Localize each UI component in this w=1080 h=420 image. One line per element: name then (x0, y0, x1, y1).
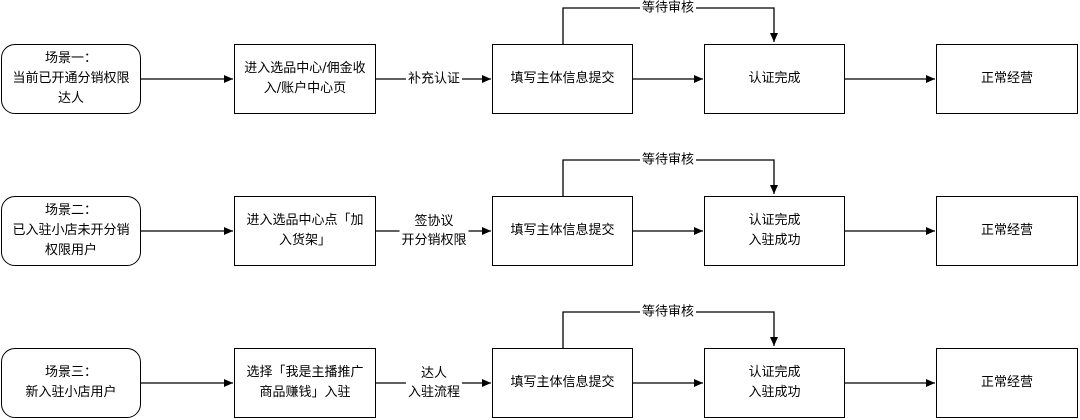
final-3-node: 正常经营 (936, 348, 1078, 418)
scenario-1-node: 场景一： 当前已开通分销权限 达人 (1, 44, 141, 114)
entry-2-node: 进入选品中心点「加 入货架」 (234, 196, 376, 266)
wait-2-label: 等待审核 (639, 150, 697, 170)
wait-1-label: 等待审核 (639, 0, 697, 18)
final-1-node: 正常经营 (936, 44, 1078, 114)
wait-3-label: 等待审核 (639, 302, 697, 322)
scenario-2-node: 场景二： 已入驻小店未开分销 权限用户 (1, 196, 141, 266)
entry-1-node: 进入选品中心/佣金收 入/账户中心页 (234, 44, 376, 114)
final-2-node: 正常经营 (936, 196, 1078, 266)
result-1-node: 认证完成 (704, 44, 845, 114)
submit-2-node: 填写主体信息提交 (492, 196, 633, 266)
action-3-label: 达人 入驻流程 (405, 364, 463, 402)
action-2-label: 签协议 开分销权限 (399, 212, 469, 250)
result-3-node: 认证完成 入驻成功 (704, 348, 845, 418)
entry-3-node: 选择「我是主播推广 商品赚钱」入驻 (234, 348, 376, 418)
action-1-label: 补充认证 (405, 69, 463, 89)
submit-3-node: 填写主体信息提交 (492, 348, 633, 418)
result-2-node: 认证完成 入驻成功 (704, 196, 845, 266)
submit-1-node: 填写主体信息提交 (492, 44, 633, 114)
scenario-3-node: 场景三： 新入驻小店用户 (1, 348, 141, 418)
